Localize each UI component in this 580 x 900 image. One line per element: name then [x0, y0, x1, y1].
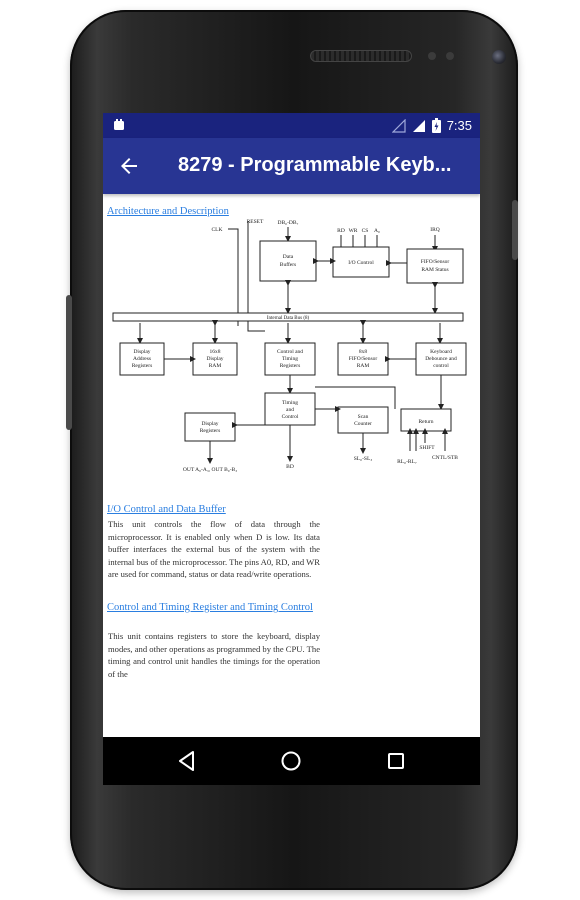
dar-label-2: Address [133, 356, 151, 362]
earpiece-speaker [310, 50, 412, 62]
section-heading-io-control[interactable]: I/O Control and Data Buffer [107, 504, 226, 515]
reset-label: RESET [247, 219, 264, 225]
ctrl-label-1: Control and [277, 349, 303, 355]
data-buffers-label-2: Buffers [280, 261, 296, 268]
app-bar: 8279 - Programmable Keyb... [103, 138, 480, 194]
bd-label: BD [286, 464, 294, 470]
wr-label: WR [349, 228, 358, 234]
section-text-control-timing: This unit contains registers to store th… [108, 631, 320, 679]
a0-label: A₀ [374, 228, 380, 234]
front-camera [492, 50, 506, 64]
section-heading-control-timing[interactable]: Control and Timing Register and Timing C… [107, 602, 313, 613]
timing-label-3: Control [282, 414, 299, 420]
fifo8-label-3: RAM [357, 363, 370, 369]
dar-label-1: Display [133, 349, 150, 355]
fifo-status-label: FIFO/Sensor [421, 259, 450, 265]
sl-label: SL₀-SL₃ [354, 456, 373, 462]
timing-label-2: and [286, 407, 294, 413]
cs-label: CS [362, 228, 369, 234]
shift-label: SHIFT [419, 445, 435, 451]
scan-label-1: Scan [358, 414, 369, 420]
power-button [512, 200, 518, 260]
kdc-label-3: control [433, 363, 449, 369]
volume-button [66, 295, 72, 430]
clk-label: CLK [212, 227, 223, 233]
fifo8-label-1: 8x8 [359, 349, 368, 355]
ctrl-label-2: Timing [282, 356, 298, 362]
io-control-label: I/O Control [348, 260, 374, 266]
battery-icon [431, 118, 441, 133]
return-label: Return [419, 419, 434, 425]
back-nav-icon[interactable] [175, 749, 199, 773]
ram16-label-2: Display [206, 356, 223, 362]
notification-icon [114, 119, 124, 130]
article-content[interactable]: Architecture and Description CLK RESET D… [103, 194, 480, 737]
architecture-diagram: CLK RESET DB₀-DB₇ RD WR CS A₀ IRQ Data B… [112, 219, 467, 473]
back-arrow-icon[interactable] [117, 154, 141, 178]
disp-reg-label-1: Display [201, 421, 218, 427]
screen: 7:35 8279 - Programmable Keyb... Archite… [103, 113, 480, 737]
signal-empty-icon [391, 118, 406, 133]
kdc-label-1: Keyboard [430, 349, 452, 355]
status-time: 7:35 [446, 118, 472, 133]
fifo-status-label-2: RAM Status [421, 267, 448, 273]
db-label: DB₀-DB₇ [278, 220, 299, 226]
rl-label: RL₀-RL₇ [397, 459, 417, 465]
data-buffers-label: Data [283, 254, 294, 260]
scan-label-2: Counter [354, 421, 372, 427]
home-nav-icon[interactable] [279, 749, 303, 773]
proximity-sensor [428, 52, 436, 60]
fifo8-label-2: FIFO/Sensor [349, 356, 378, 362]
disp-reg-label-2: Registers [200, 428, 220, 434]
section-text-io-control: This unit controls the flow of data thro… [108, 519, 320, 580]
kdc-label-2: Debounce and [425, 356, 457, 362]
status-bar: 7:35 [103, 113, 480, 138]
timing-label-1: Timing [282, 400, 298, 406]
internal-bus-label: Internal Data Bus (8) [267, 316, 310, 321]
section-heading-architecture[interactable]: Architecture and Description [107, 206, 229, 217]
signal-icon [412, 119, 425, 132]
dar-label-3: Registers [132, 363, 152, 369]
light-sensor [446, 52, 454, 60]
rd-label: RD [337, 228, 345, 234]
navigation-bar [103, 737, 480, 785]
ram16-label-1: 16x8 [210, 349, 221, 355]
recents-nav-icon[interactable] [384, 749, 408, 773]
ctrl-label-3: Registers [280, 363, 300, 369]
cntl-label: CNTL/STB [432, 455, 458, 461]
ram16-label-3: RAM [209, 363, 222, 369]
irq-label: IRQ [430, 227, 440, 233]
out-label: OUT A₀-A₃, OUT B₀-B₃ [183, 467, 237, 473]
page-title: 8279 - Programmable Keyb... [178, 154, 452, 176]
